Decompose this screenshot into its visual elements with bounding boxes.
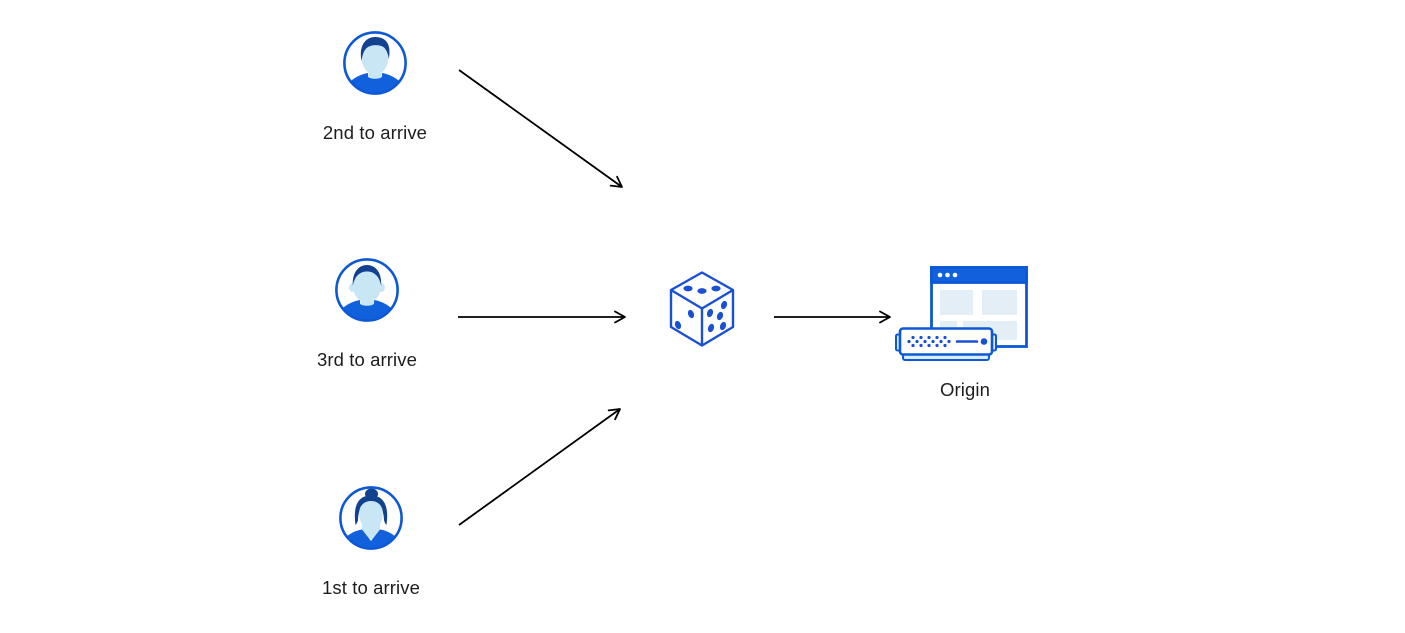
node-client-first: 1st to arrive — [296, 485, 446, 599]
user-avatar-man-icon — [334, 257, 400, 328]
dice-icon — [667, 270, 737, 355]
origin-label: Origin — [940, 379, 990, 400]
node-random-selector — [667, 270, 737, 355]
node-client-second: 2nd to arrive — [300, 30, 450, 144]
arrow-first-to-dice — [458, 408, 621, 526]
user-avatar-woman-icon — [338, 485, 404, 556]
server-icon — [895, 327, 997, 368]
node-label: 2nd to arrive — [322, 122, 428, 143]
user-avatar-man-icon — [342, 30, 408, 101]
node-client-third: 3rd to arrive — [292, 257, 442, 371]
node-origin: Origin — [895, 266, 1035, 401]
arrow-second-to-dice — [458, 69, 623, 188]
origin-server-icon — [895, 266, 1035, 363]
node-label: 1st to arrive — [322, 577, 420, 598]
node-label: 3rd to arrive — [316, 349, 417, 370]
